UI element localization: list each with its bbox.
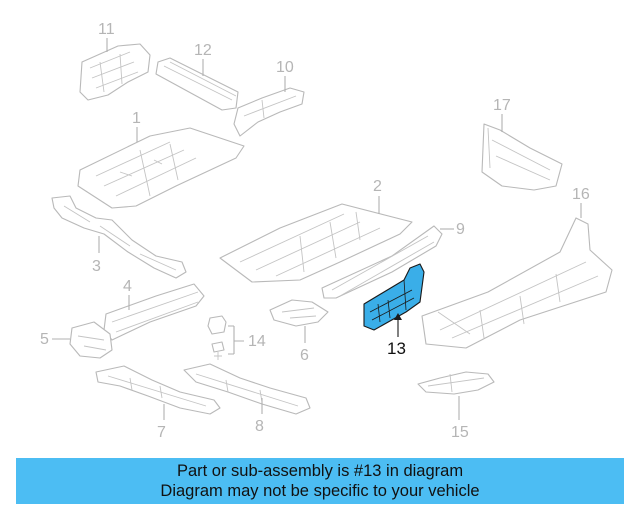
- part-3[interactable]: [51, 195, 187, 279]
- part-5[interactable]: [69, 321, 113, 359]
- banner-line-2: Diagram may not be specific to your vehi…: [160, 482, 480, 500]
- part-11[interactable]: [79, 43, 151, 101]
- info-banner: Part or sub-assembly is #13 in diagram D…: [16, 458, 624, 504]
- part-9[interactable]: [321, 225, 443, 299]
- parts-diagram: 11 12 10 1 3 2 9 17: [40, 21, 613, 441]
- banner-line-1: Part or sub-assembly is #13 in diagram: [176, 462, 464, 480]
- part-7[interactable]: [95, 365, 221, 415]
- part-2[interactable]: [219, 203, 413, 283]
- callout-16: 16: [572, 186, 590, 203]
- callout-7: 7: [157, 424, 166, 441]
- callout-9: 9: [456, 221, 465, 238]
- part-1[interactable]: [77, 127, 245, 209]
- callout-13: 13: [387, 339, 406, 358]
- callout-11: 11: [98, 21, 115, 38]
- part-4[interactable]: [103, 283, 205, 341]
- callout-8: 8: [255, 418, 264, 435]
- callout-4: 4: [123, 278, 132, 295]
- callout-2: 2: [373, 178, 382, 195]
- part-12[interactable]: [155, 57, 239, 111]
- part-13[interactable]: [363, 263, 425, 331]
- callout-15: 15: [451, 424, 469, 441]
- callout-10: 10: [276, 59, 294, 76]
- callout-1: 1: [132, 110, 141, 127]
- callout-12: 12: [194, 42, 212, 59]
- callout-3: 3: [92, 258, 101, 275]
- part-10[interactable]: [233, 87, 305, 137]
- part-15[interactable]: [417, 371, 495, 395]
- callout-5: 5: [40, 331, 49, 348]
- callout-14: 14: [248, 333, 266, 350]
- arrow-icon: [394, 313, 402, 320]
- part-14[interactable]: [207, 315, 227, 360]
- callout-6: 6: [300, 347, 309, 364]
- part-17[interactable]: [481, 123, 563, 191]
- part-16[interactable]: [421, 217, 613, 349]
- part-6[interactable]: [269, 299, 329, 327]
- callout-17: 17: [493, 97, 511, 114]
